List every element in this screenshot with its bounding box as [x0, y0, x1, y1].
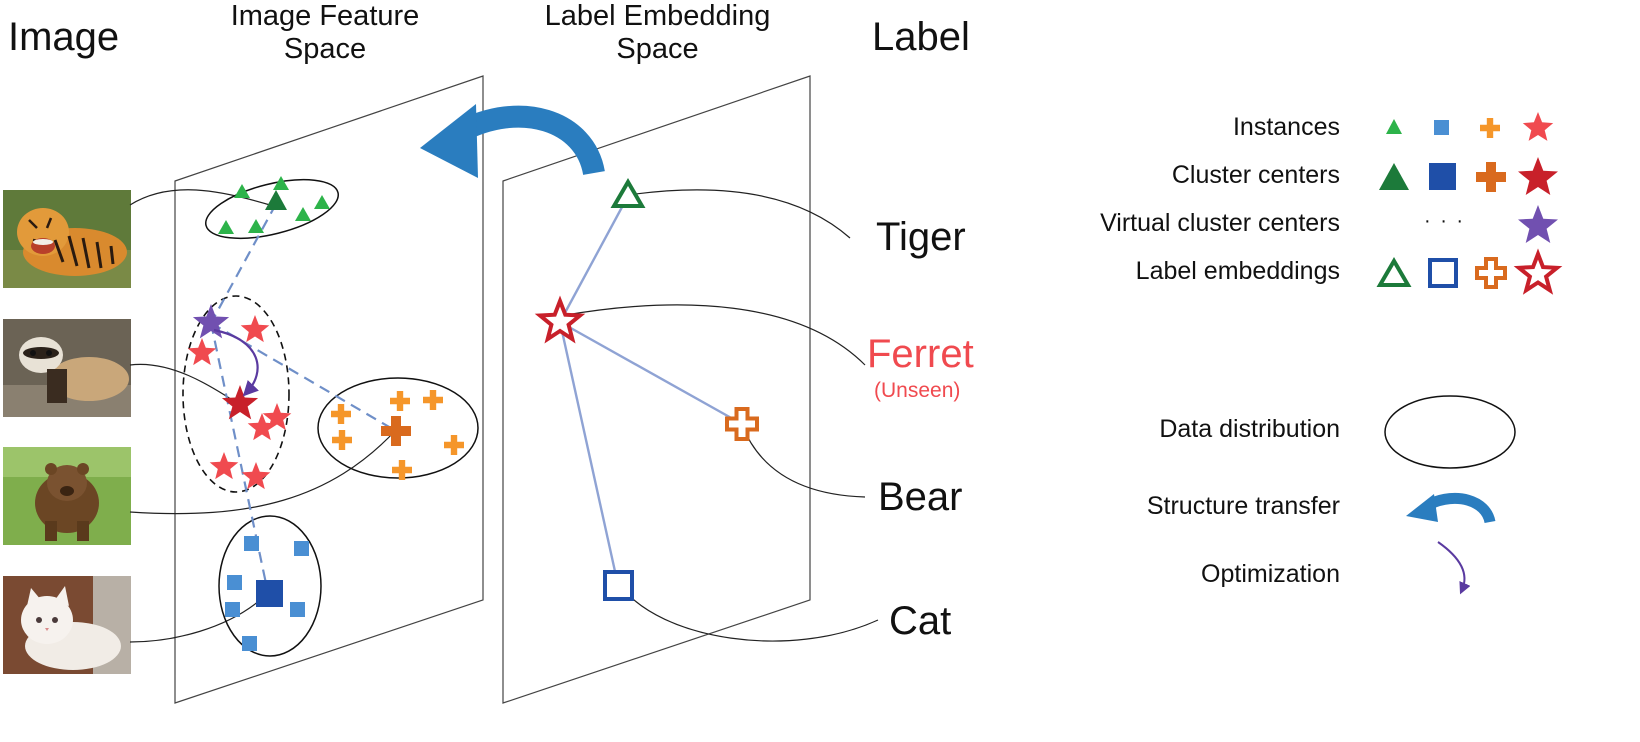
tiger-instance-marker: [218, 220, 234, 234]
cat-photo-connector: [129, 592, 269, 643]
cat-instance-marker: [227, 575, 242, 590]
legend-center-triangle: [1379, 163, 1409, 190]
label-graph-edge: [559, 320, 743, 426]
legend-data-distribution: Data distribution: [1159, 415, 1340, 443]
bear-instance-marker: [444, 435, 464, 455]
bear-photo: [3, 447, 131, 545]
legend-instance-triangle: [1386, 119, 1402, 134]
ferret-instance-marker: [240, 315, 270, 343]
legend-distribution-ellipse: [1384, 395, 1516, 469]
legend-transfer-arrow: [1406, 492, 1496, 524]
legend-instance-square: [1434, 120, 1449, 135]
legend-optimization-arrow: [1437, 541, 1471, 595]
label-space-header: Label Embedding Space: [520, 0, 795, 67]
label-column-header: Label: [872, 15, 970, 59]
legend-center-plus: [1476, 162, 1506, 192]
dashed-center-link: [210, 203, 277, 324]
label-bear: Bear: [878, 475, 963, 519]
legend-instance-plus: [1480, 118, 1500, 138]
legend-label-embeddings: Label embeddings: [1135, 257, 1340, 285]
bear-label-embedding: [725, 407, 759, 441]
ferret-instance-marker: [241, 462, 271, 490]
label-space-plane: [502, 75, 811, 704]
label-space-header-line2: Space: [616, 33, 699, 66]
legend-structure-transfer: Structure transfer: [1146, 492, 1340, 520]
bear-instance-marker: [331, 404, 351, 424]
label-ferret: Ferret: [867, 332, 974, 376]
legend-embedding-square: [1428, 258, 1458, 288]
feature-space-header: Image Feature Space: [200, 0, 450, 67]
tiger-distribution: [204, 178, 340, 240]
cat-photo: [3, 576, 131, 674]
cat-cluster-center: [256, 580, 283, 607]
cat-label-embedding: [603, 570, 634, 601]
ferret-cluster-center: [221, 385, 259, 420]
cat-label-connector: [619, 584, 879, 642]
feature-space-header-line1: Image Feature: [230, 0, 420, 32]
bear-cluster-center: [381, 416, 411, 446]
legend-center-star: [1518, 157, 1558, 195]
tiger-label-connector: [627, 189, 851, 239]
ferret-photo: [3, 319, 131, 417]
legend-embedding-plus: [1475, 257, 1507, 289]
legend-center-square: [1429, 163, 1456, 190]
bear-instance-marker: [423, 390, 443, 410]
label-tiger: Tiger: [876, 215, 966, 259]
legend-optimization: Optimization: [1201, 560, 1340, 588]
bear-photo-connector: [129, 429, 397, 515]
ferret-instance-marker: [247, 413, 277, 441]
tiger-label-embedding: [610, 178, 646, 208]
cat-instance-marker: [225, 602, 240, 617]
legend-virtual-centers: Virtual cluster centers: [1100, 209, 1340, 237]
ferret-label-connector: [559, 304, 866, 366]
bear-instance-marker: [390, 391, 410, 411]
cat-instance-marker: [242, 636, 257, 651]
label-space-header-line1: Label Embedding: [544, 0, 771, 32]
feature-space-plane: [174, 75, 484, 704]
virtual-cluster-center: [192, 304, 230, 339]
legend-embedding-triangle: [1376, 257, 1412, 287]
bear-instance-marker: [332, 430, 352, 450]
tiger-instance-marker: [248, 219, 264, 233]
legend-instance-star: [1522, 112, 1554, 141]
bear-label-connector: [741, 424, 866, 498]
tiger-instance-marker: [295, 207, 311, 221]
label-graph-edge: [558, 321, 620, 586]
ferret-instance-marker: [187, 338, 217, 366]
bear-instance-marker: [392, 460, 412, 480]
tiger-photo-connector: [129, 189, 271, 206]
bear-distribution: [317, 377, 479, 479]
tiger-photo: [3, 190, 131, 288]
ferret-distribution: [182, 295, 290, 493]
ferret-label-embedding: [534, 295, 586, 344]
legend-virtual-star: [1518, 205, 1558, 243]
tiger-instance-marker: [273, 176, 289, 190]
cat-instance-marker: [290, 602, 305, 617]
feature-space-header-line2: Space: [283, 33, 367, 66]
legend-markers: [1376, 112, 1563, 595]
legend-instances: Instances: [1232, 113, 1340, 141]
cat-instance-marker: [294, 541, 309, 556]
legend-embedding-star: [1513, 248, 1563, 295]
image-column-header: Image: [8, 15, 120, 59]
tiger-cluster-center: [265, 190, 287, 210]
legend-cluster-centers: Cluster centers: [1171, 161, 1340, 189]
tiger-instance-marker: [234, 184, 250, 198]
label-cat: Cat: [889, 599, 952, 643]
label-ferret-unseen: (Unseen): [874, 379, 961, 402]
tiger-instance-marker: [314, 195, 330, 209]
label-graph-edge: [558, 195, 630, 323]
optimization-arrow: [213, 328, 259, 397]
dashed-center-link: [209, 322, 270, 594]
cat-distribution: [218, 515, 322, 657]
structure-transfer-arrow: [420, 104, 605, 178]
legend-virtual-dots: · · ·: [1424, 210, 1466, 232]
ferret-instance-marker: [262, 403, 292, 431]
cat-instance-marker: [244, 536, 259, 551]
ferret-instance-marker: [209, 452, 239, 480]
